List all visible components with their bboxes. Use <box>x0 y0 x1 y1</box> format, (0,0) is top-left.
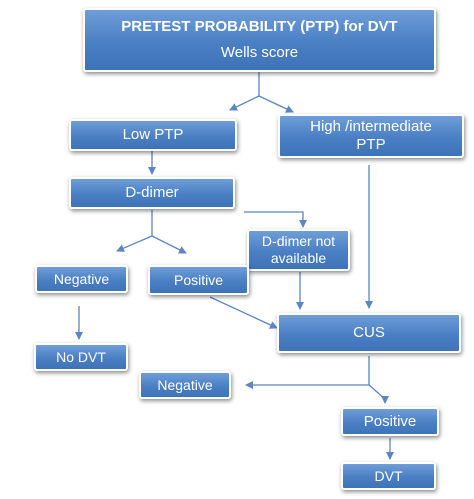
connector-positive-to-cus <box>209 296 278 329</box>
no-dvt-label: No DVT <box>56 348 106 365</box>
no-dvt-node: No DVT <box>34 343 128 371</box>
negative-left-label: Negative <box>53 270 110 287</box>
cus-label: CUS <box>353 324 385 341</box>
connector-cus-to-positive <box>368 384 389 404</box>
positive-mid-node: Positive <box>148 265 249 295</box>
high-ptp-line1: High /intermediate <box>310 118 432 135</box>
negative-bottom-label: Negative <box>157 376 213 393</box>
connector-to-positive-mid <box>151 235 187 254</box>
high-intermediate-ptp-node: High /intermediate PTP <box>278 114 464 158</box>
cus-node: CUS <box>277 313 461 353</box>
connector-to-high-ptp <box>258 95 294 113</box>
dvt-label: DVT <box>374 467 403 484</box>
low-ptp-label: Low PTP <box>122 126 184 143</box>
positive-bottom-label: Positive <box>363 412 417 430</box>
d-dimer-node: D-dimer <box>69 177 235 209</box>
connector-ddimer-to-na <box>244 211 307 228</box>
d-dimer-label: D-dimer <box>125 184 179 201</box>
pretest-probability-title: PRETEST PROBABILITY (PTP) for DVT <box>121 18 398 35</box>
connector-to-negative-left <box>116 235 153 252</box>
negative-bottom-node: Negative <box>139 371 231 399</box>
positive-mid-label: Positive <box>173 271 224 288</box>
wells-score-label: Wells score <box>220 44 299 61</box>
positive-bottom-node: Positive <box>341 407 439 436</box>
d-dimer-na-line1: D-dimer not <box>261 233 336 250</box>
pretest-probability-node: PRETEST PROBABILITY (PTP) for DVT Wells … <box>83 8 436 72</box>
connector-to-low-ptp <box>229 95 260 111</box>
connector-cus-to-negative <box>245 356 370 389</box>
d-dimer-not-available-node: D-dimer not available <box>247 229 350 271</box>
low-ptp-node: Low PTP <box>69 119 237 151</box>
dvt-node: DVT <box>341 462 436 490</box>
high-ptp-line2: PTP <box>356 136 386 153</box>
d-dimer-na-line2: available <box>270 250 327 266</box>
negative-left-node: Negative <box>35 265 128 293</box>
